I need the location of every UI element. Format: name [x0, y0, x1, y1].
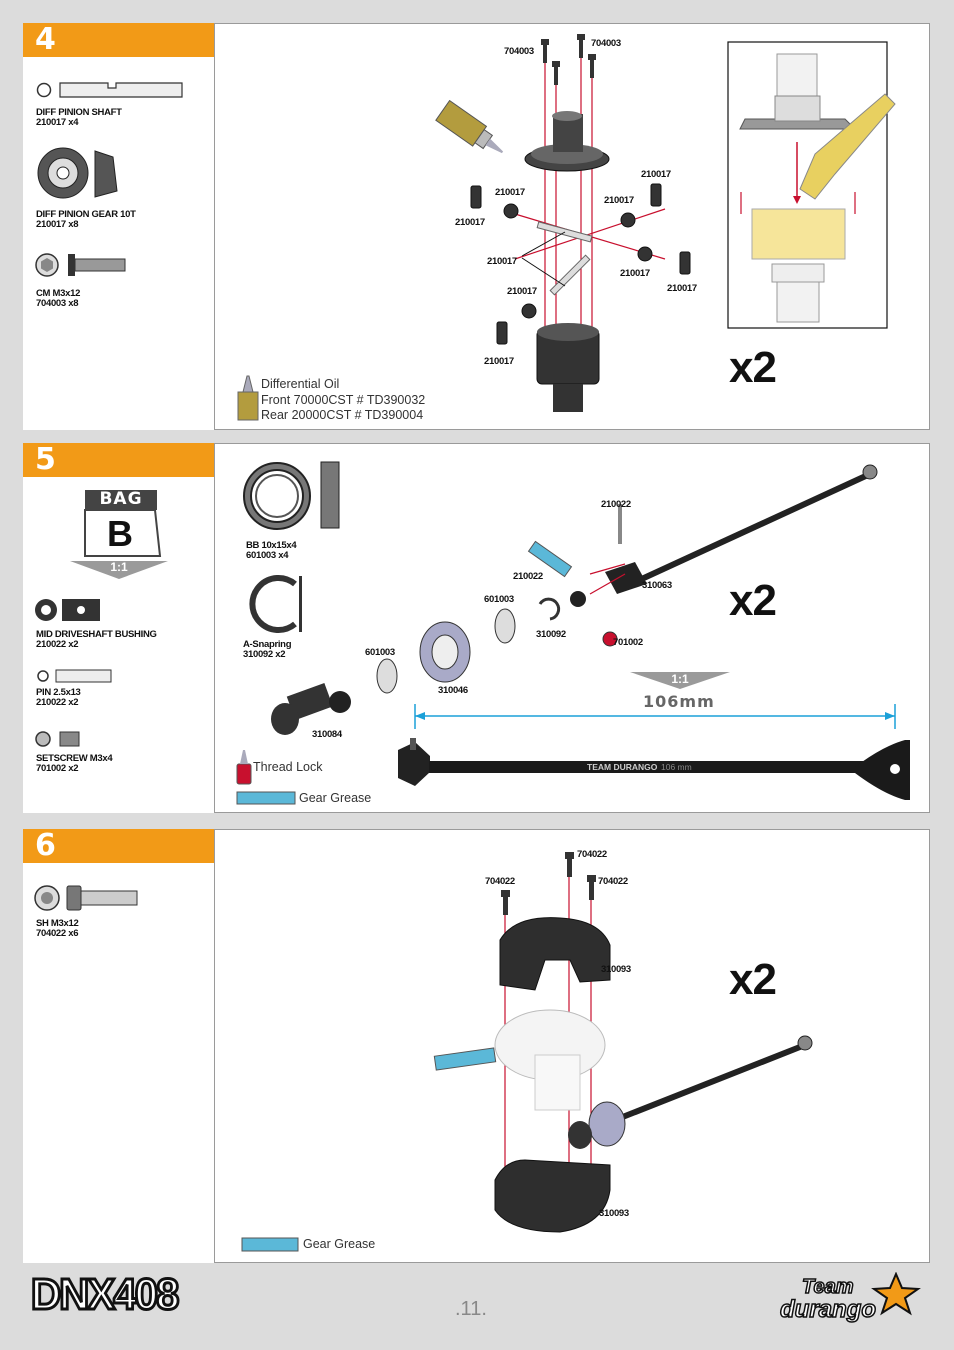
step4-callout-210017-d: 210017 [455, 217, 485, 228]
step6-number: 6 [35, 828, 56, 863]
step4-callout-210017-f: 210017 [620, 268, 650, 279]
step5-diagram [236, 461, 910, 805]
step5-scale-1-1: 1:1 [671, 672, 689, 686]
step6-multiplier: x2 [729, 955, 777, 1004]
step5-multiplier: x2 [729, 576, 777, 625]
step4-callout-704003-a: 704003 [504, 46, 534, 57]
step6-callout-704022-c: 704022 [598, 876, 628, 887]
step5-threadlock-note: Thread Lock [253, 760, 323, 774]
step6-assembly-panel: 704022 704022 704022 310093 310093 Gear … [214, 829, 930, 1263]
step4-callout-210017-b: 210017 [495, 187, 525, 198]
step5-grease-note: Gear Grease [299, 791, 372, 805]
step4-callout-210017-c: 210017 [604, 195, 634, 206]
step5-callout-210022-b: 210022 [513, 571, 543, 582]
step5-callout-310084: 310084 [312, 729, 342, 740]
step5-callout-210022-a: 210022 [601, 499, 631, 510]
page-number: .11. [455, 1298, 487, 1320]
step4-diagram [237, 34, 896, 421]
brand-star-icon [871, 1272, 921, 1316]
bag-letter: B [107, 513, 133, 554]
step4-number: 4 [35, 22, 56, 57]
step6-grease-note: Gear Grease [303, 1237, 376, 1251]
brand-team-text: Team [801, 1275, 854, 1299]
step5-callout-310092: 310092 [536, 629, 566, 640]
step6-callout-704022-b: 704022 [485, 876, 515, 887]
bag-label: BAG [99, 489, 143, 509]
step6-part-icons [34, 885, 138, 911]
step6-diagram [241, 852, 813, 1252]
step4-header: 4 [23, 23, 214, 57]
model-logo: DNX408 [29, 1269, 180, 1321]
step4-callout-210017-g: 210017 [667, 283, 697, 294]
step5-callout-310063: 310063 [642, 580, 672, 591]
step4-callout-704003-b: 704003 [591, 38, 621, 49]
bag-scale: 1:1 [110, 560, 128, 574]
step4-callout-210017-h: 210017 [507, 286, 537, 297]
step6-callout-310093-a: 310093 [601, 964, 631, 975]
step5-length-label: 106mm [643, 692, 715, 711]
step5-callout-701002: 701002 [613, 637, 643, 648]
step5-number: 5 [35, 442, 56, 477]
team-durango-logo: Team durango [778, 1272, 928, 1327]
step6-callout-704022-a: 704022 [577, 849, 607, 860]
step5-header: 5 [23, 443, 214, 477]
step6-header: 6 [23, 829, 214, 863]
step4-multiplier: x2 [729, 343, 777, 392]
step4-callout-210017-e: 210017 [487, 256, 517, 267]
step4-part-icons [35, 82, 183, 277]
step5-callout-601003-a: 601003 [484, 594, 514, 605]
step4-callout-210017-i: 210017 [484, 356, 514, 367]
step5-callout-601003-b: 601003 [365, 647, 395, 658]
step4-assembly-panel: 704003 704003 210017 210017 210017 21001… [214, 23, 930, 430]
step4-callout-210017-a: 210017 [641, 169, 671, 180]
shaft-brand-text: TEAM DURANGO [587, 762, 658, 772]
shaft-length-text: 106 mm [661, 762, 692, 772]
brand-durango-text: durango [779, 1295, 877, 1324]
step5-part-icons [35, 490, 168, 747]
step6-callout-310093-b: 310093 [599, 1208, 629, 1219]
step5-callout-310046: 310046 [438, 685, 468, 696]
